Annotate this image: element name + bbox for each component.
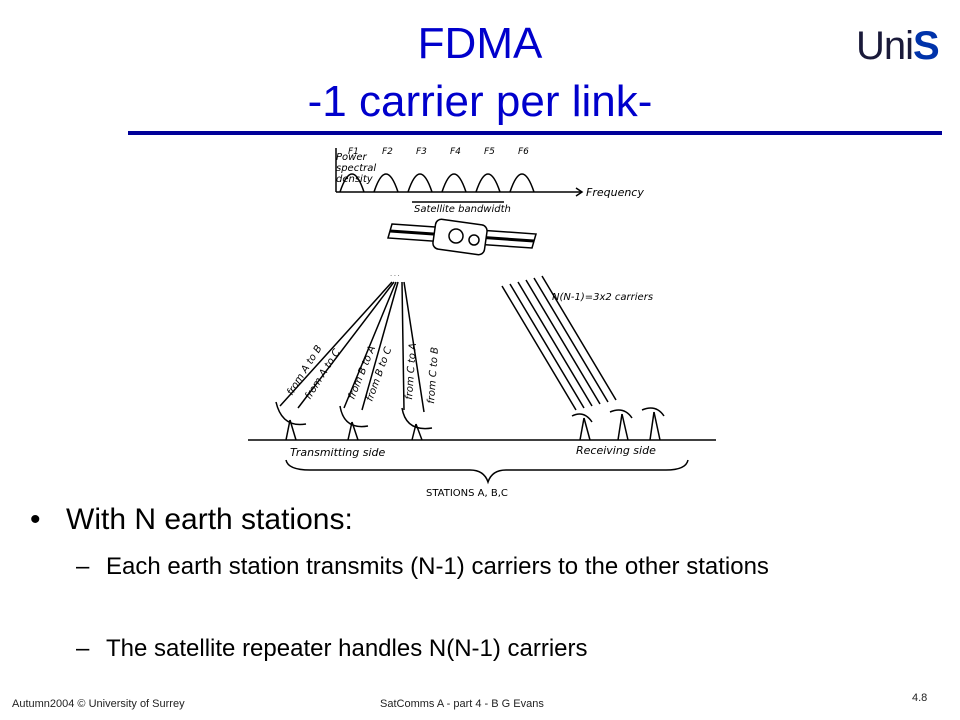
slide-number: 4.8 xyxy=(912,692,928,704)
stations-label: STATIONS A, B,C xyxy=(426,488,508,499)
stations-brace xyxy=(285,459,689,485)
bullet-text: With N earth stations: xyxy=(66,503,353,536)
dish-icon xyxy=(609,409,633,441)
logo-text-s: S xyxy=(913,24,940,68)
carrier-label-f4: F4 xyxy=(450,147,461,157)
dish-icon xyxy=(275,401,307,441)
downlink-beams xyxy=(501,275,617,411)
title-divider xyxy=(128,131,942,135)
sub-bullet-dash: – xyxy=(76,635,90,662)
y-label-line3: density xyxy=(336,174,374,185)
sub-bullet-item: – Each earth station transmits (N-1) car… xyxy=(76,552,896,582)
logo-text-uni: Uni xyxy=(856,24,914,68)
footer-copyright: Autumn2004 © University of Surrey xyxy=(12,698,185,710)
transmitting-side-label: Transmitting side xyxy=(290,446,386,459)
slide-title-line1: FDMA xyxy=(417,19,543,68)
carrier-count-label: N(N-1)=3x2 carriers xyxy=(552,292,653,303)
carrier-label-f2: F2 xyxy=(382,147,393,157)
bandwidth-label: Satellite bandwidth xyxy=(414,204,511,215)
uplink-label-c-to-b: from C to B xyxy=(426,347,441,405)
carrier-humps xyxy=(339,173,535,193)
footer-course: SatComms A - part 4 - B G Evans xyxy=(380,698,544,710)
carrier-label-f5: F5 xyxy=(484,147,495,157)
carrier-label-f6: F6 xyxy=(518,147,529,157)
y-label-line1: Power xyxy=(336,152,367,163)
y-label-line2: spectral xyxy=(336,163,376,174)
fdma-diagram: Power spectral density F1 F2 F3 F4 F5 F6… xyxy=(248,147,716,499)
slide-title-line2: -1 carrier per link- xyxy=(307,77,653,126)
uplink-origin-label: · · · xyxy=(390,273,400,280)
spectrum-graph xyxy=(335,148,584,203)
sub-bullet-item: – The satellite repeater handles N(N-1) … xyxy=(76,634,896,664)
dish-icon xyxy=(339,405,369,441)
dish-icon xyxy=(571,413,593,441)
dish-icon xyxy=(401,407,433,441)
frequency-label: Frequency xyxy=(586,186,644,199)
uplink-label-c-to-a: from C to A xyxy=(404,343,419,401)
uplink-beams xyxy=(279,281,425,413)
satellite-icon xyxy=(387,218,537,256)
unis-logo: UniS xyxy=(856,24,940,69)
bullet-item: • With N earth stations: xyxy=(30,502,353,538)
dish-icon xyxy=(641,407,665,441)
carrier-label-f3: F3 xyxy=(416,147,427,157)
carrier-label-f1: F1 xyxy=(348,147,359,157)
frequency-arrow-icon xyxy=(575,187,584,197)
sub-bullet-text: The satellite repeater handles N(N-1) ca… xyxy=(106,635,588,662)
sub-bullet-text: Each earth station transmits (N-1) carri… xyxy=(106,553,769,580)
sub-bullet-dash: – xyxy=(76,553,90,580)
receiving-dishes xyxy=(571,407,665,441)
transmitting-dishes xyxy=(275,401,433,441)
bullet-dot: • xyxy=(30,503,41,536)
receiving-side-label: Receiving side xyxy=(576,444,656,457)
